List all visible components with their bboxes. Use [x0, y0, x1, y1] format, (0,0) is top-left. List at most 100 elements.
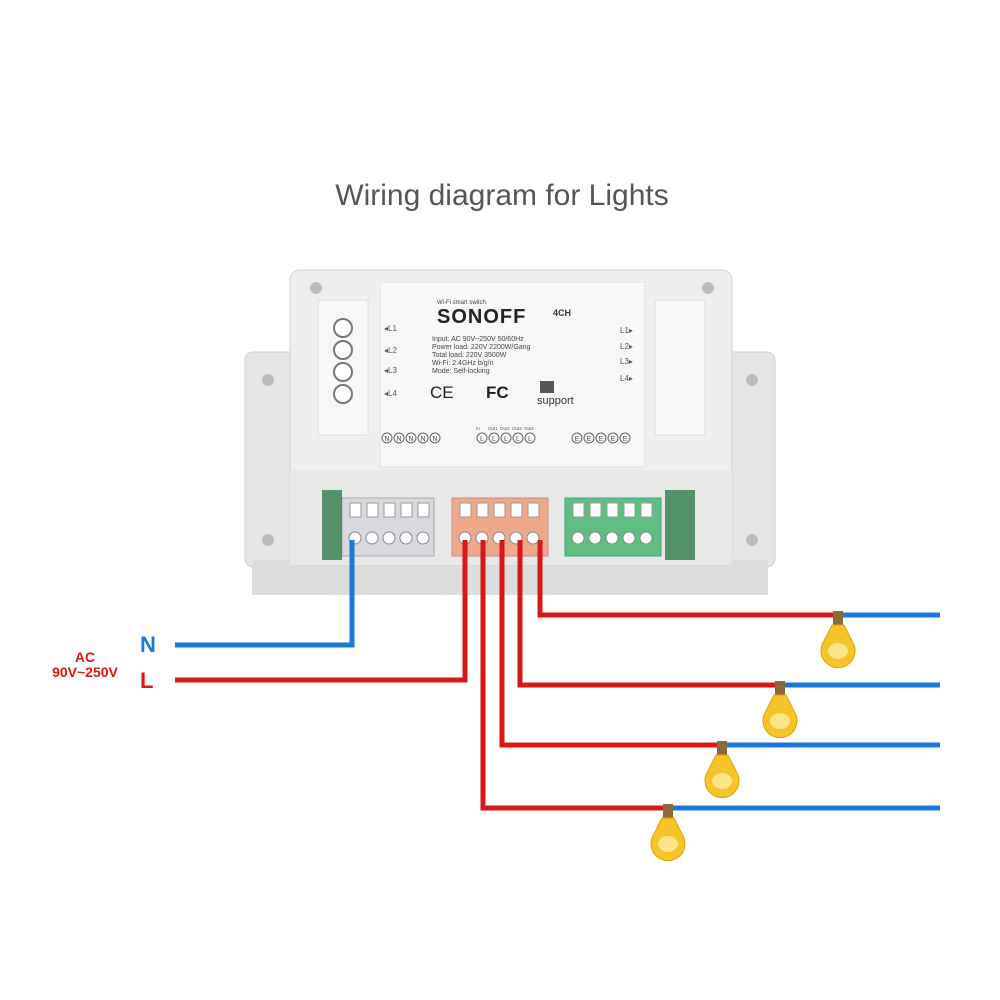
- terminal-letter: N: [384, 436, 389, 443]
- terminal-screw: [622, 531, 636, 545]
- channel-button[interactable]: [333, 384, 353, 404]
- terminal-header-label: In: [476, 426, 480, 431]
- light-bulbs: [650, 611, 856, 862]
- terminal-lever: [606, 502, 619, 518]
- terminal-mark: [607, 432, 619, 444]
- terminal-letter: N: [420, 436, 425, 443]
- spec-line: Wi-Fi: 2.4GHz b/g/n: [432, 360, 494, 367]
- terminal-screw: [382, 531, 396, 545]
- terminal-mark: [500, 432, 512, 444]
- terminal-header-label: Out4: [524, 426, 534, 431]
- terminal-mark: [417, 432, 429, 444]
- terminal-screw: [588, 531, 602, 545]
- terminal-header-label: Out2: [500, 426, 510, 431]
- terminal-screw: [416, 531, 430, 545]
- support-logo-icon: [540, 381, 554, 393]
- terminal-letter: E: [599, 436, 604, 443]
- terminal-mark: [595, 432, 607, 444]
- terminal-screw: [365, 531, 379, 545]
- out4-wire: [537, 540, 835, 618]
- terminal-mark: [381, 432, 393, 444]
- device-tagline: Wi-Fi smart switch: [437, 300, 486, 306]
- terminal-mark: [476, 432, 488, 444]
- channel-label: ◂L2: [384, 346, 397, 355]
- voltage-label: 90V~250V: [52, 664, 118, 680]
- fcc-mark: FC: [486, 383, 509, 402]
- light-bulb-icon: [820, 611, 856, 669]
- terminal-lever: [366, 502, 379, 518]
- terminal-letter: E: [575, 436, 580, 443]
- channel-label: ◂L3: [384, 366, 397, 375]
- terminal-mark: [583, 432, 595, 444]
- terminal-mark: [405, 432, 417, 444]
- spec-line: Power load: 220V 2200W/Gang: [432, 344, 531, 351]
- terminal-lever: [493, 502, 506, 518]
- terminal-lever: [400, 502, 413, 518]
- terminal-mark: [524, 432, 536, 444]
- terminal-lever: [383, 502, 396, 518]
- channel-label: L1▸: [620, 326, 633, 335]
- channel-buttons: [333, 318, 353, 404]
- neutral-label: N: [140, 632, 156, 657]
- terminal-header-label: Out3: [512, 426, 522, 431]
- neutral-wire: [175, 540, 355, 648]
- channel-button[interactable]: [333, 340, 353, 360]
- terminal-lever: [589, 502, 602, 518]
- ac-label: AC: [75, 649, 95, 665]
- light-bulb-icon: [650, 804, 686, 862]
- wires: [175, 540, 940, 811]
- terminal-mark: [488, 432, 500, 444]
- terminal-letter: E: [587, 436, 592, 443]
- terminal-letter: L: [492, 436, 496, 443]
- light-bulb-icon: [762, 681, 798, 739]
- right-channel-labels: L1▸ L2▸ L3▸ L4▸: [620, 326, 633, 383]
- diagram-title: Wiring diagram for Lights: [335, 179, 668, 212]
- sonoff-4ch-device: Wi-Fi smart switch SONOFF 4CH Input: AC …: [244, 269, 776, 595]
- channel-label: ◂L1: [384, 324, 397, 333]
- terminal-header: In Out1 Out2 Out3 Out4: [476, 426, 534, 431]
- terminal-header-label: Out1: [488, 426, 498, 431]
- terminal-mark: [571, 432, 583, 444]
- terminal-mark: [512, 432, 524, 444]
- terminal-lever: [623, 502, 636, 518]
- terminal-screw: [571, 531, 585, 545]
- terminal-screws: [348, 502, 653, 545]
- terminal-lever: [572, 502, 585, 518]
- terminal-letter: L: [504, 436, 508, 443]
- left-channel-labels: ◂L1 ◂L2 ◂L3 ◂L4: [384, 324, 397, 398]
- terminal-mark: [619, 432, 631, 444]
- terminal-screw: [526, 531, 540, 545]
- live-label: L: [140, 668, 153, 693]
- terminal-letter: N: [396, 436, 401, 443]
- terminal-mark: [429, 432, 441, 444]
- live-input-wire: [175, 540, 468, 683]
- terminal-lever: [459, 502, 472, 518]
- channel-button[interactable]: [333, 362, 353, 382]
- out3-wire: [517, 540, 777, 688]
- terminal-letter: L: [480, 436, 484, 443]
- channel-button[interactable]: [333, 318, 353, 338]
- terminal-lever: [640, 502, 653, 518]
- terminal-screw: [399, 531, 413, 545]
- terminal-letter: L: [516, 436, 520, 443]
- terminal-letter: E: [611, 436, 616, 443]
- channel-label: L2▸: [620, 342, 633, 351]
- spec-line: Total load: 220V 3500W: [432, 352, 507, 359]
- device-specs: Input: AC 90V~250V 50/60Hz Power load: 2…: [432, 336, 531, 375]
- out2-wire: [499, 540, 718, 748]
- terminal-screw: [605, 531, 619, 545]
- device-model: 4CH: [553, 308, 571, 318]
- terminal-letter: E: [623, 436, 628, 443]
- terminal-mark: [393, 432, 405, 444]
- channel-label: L4▸: [620, 374, 633, 383]
- terminal-letter: L: [528, 436, 532, 443]
- out1-wire: [480, 540, 665, 811]
- terminal-lever: [417, 502, 430, 518]
- light-bulb-icon: [704, 741, 740, 799]
- terminal-lever: [510, 502, 523, 518]
- terminal-lever: [349, 502, 362, 518]
- terminal-lever: [527, 502, 540, 518]
- terminal-letter: N: [408, 436, 413, 443]
